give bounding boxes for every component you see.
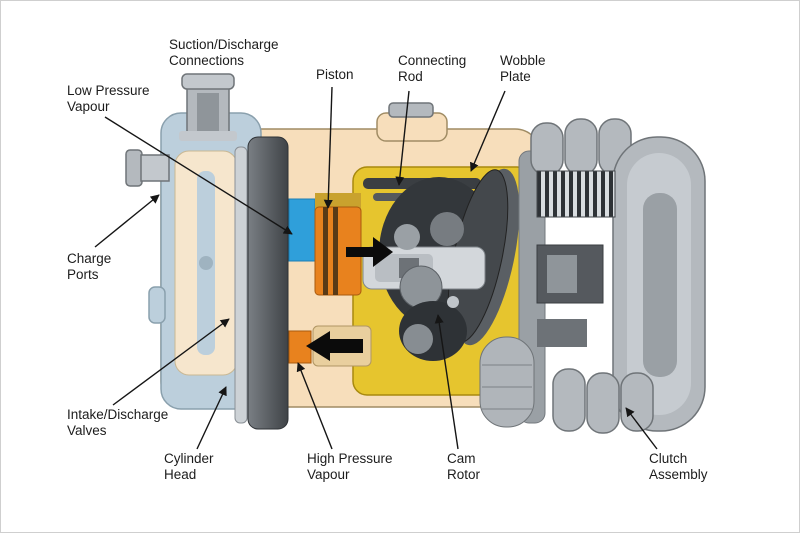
flow-arrows — [306, 237, 393, 361]
label-intake-discharge-valves: Intake/Discharge Valves — [67, 407, 169, 439]
label-wobble-plate: Wobble Plate — [500, 53, 546, 85]
flow-arrow-left — [306, 331, 363, 361]
leader-piston — [323, 86, 333, 209]
flow-arrow-right — [346, 237, 393, 267]
charge-port-fitting — [125, 149, 170, 187]
intake-discharge-valve-strip — [234, 146, 248, 424]
suction-discharge-port — [179, 73, 237, 141]
label-low-pressure-vapour: Low Pressure Vapour — [67, 83, 150, 115]
idler-roller — [479, 336, 535, 428]
leader-charge-ports — [94, 194, 160, 248]
label-clutch-assembly: Clutch Assembly — [649, 451, 708, 483]
leader-intake-discharge-valves — [112, 318, 230, 406]
piston-part — [314, 193, 362, 296]
label-cylinder-head: Cylinder Head — [164, 451, 214, 483]
leader-cylinder-head — [196, 386, 227, 450]
leader-connecting-rod — [395, 90, 410, 186]
label-connecting-rod: Connecting Rod — [398, 53, 467, 85]
label-high-pressure-vapour: High Pressure Vapour — [307, 451, 393, 483]
leader-wobble-plate — [470, 90, 506, 172]
label-cam-rotor: Cam Rotor — [447, 451, 481, 483]
label-suction-discharge-connections: Suction/Discharge Connections — [169, 37, 279, 69]
clutch-assembly-part — [518, 118, 706, 434]
leader-high-pressure-vapour — [296, 362, 333, 450]
label-piston: Piston — [316, 67, 354, 82]
leader-cam-rotor — [434, 314, 459, 450]
wobble-plate-cam-rotor — [362, 168, 520, 361]
low-pressure-region — [288, 198, 316, 262]
leader-lines — [94, 86, 658, 450]
valve-plate — [247, 136, 289, 430]
leader-clutch-assembly — [625, 407, 658, 450]
label-charge-ports: Charge Ports — [67, 251, 112, 283]
leader-low-pressure-vapour — [104, 116, 293, 235]
